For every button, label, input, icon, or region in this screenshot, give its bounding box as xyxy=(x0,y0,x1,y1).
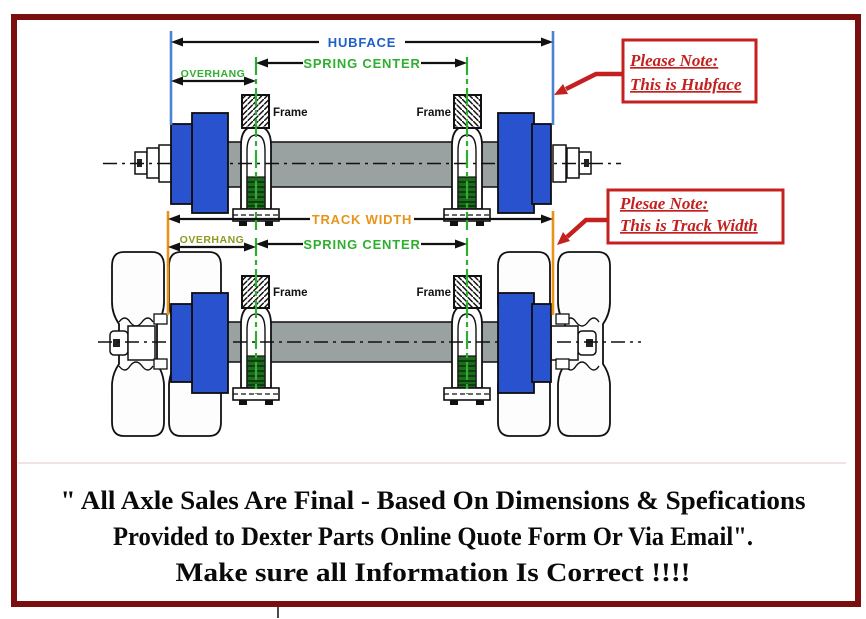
hubface-callout: Please Note: This is Hubface xyxy=(554,38,758,104)
right-spindle xyxy=(550,325,597,361)
disclaimer-line2: Provided to Dexter Parts Online Quote Fo… xyxy=(113,522,753,551)
spring-center-dimension: SPRING CENTER xyxy=(256,237,467,252)
callout-box xyxy=(606,188,785,245)
track-width-dimension: TRACK WIDTH xyxy=(168,212,553,227)
frame-label-left: Frame xyxy=(273,287,308,299)
track-width-callout: Plesae Note: This is Track Width xyxy=(557,188,785,245)
track-width-diagram: Frame Frame TRACK WIDTH SPRING CENTER OV… xyxy=(98,211,641,437)
overhang-dimension: OVERHANG xyxy=(171,68,256,86)
spring-center-dimension: SPRING CENTER xyxy=(256,56,467,71)
frame-label-left: Frame xyxy=(273,107,308,119)
right-brake-drum xyxy=(497,112,552,214)
left-brake-drum xyxy=(170,292,229,394)
callout-line1: Please Note: xyxy=(629,51,718,70)
lug-nuts xyxy=(153,313,570,370)
overhang-label: OVERHANG xyxy=(181,68,246,80)
track-width-label: TRACK WIDTH xyxy=(312,212,413,227)
callout-arrowhead xyxy=(554,84,568,95)
callout-line2: This is Track Width xyxy=(620,216,758,235)
callout-line2: This is Hubface xyxy=(630,75,742,94)
overhang-dimension: OVERHANG xyxy=(168,234,256,252)
callout-arrowhead xyxy=(557,232,570,245)
hubface-dimension: HUBFACE xyxy=(171,35,553,50)
callout-arrow-line xyxy=(565,217,608,239)
overhang-label: OVERHANG xyxy=(180,234,245,246)
spring-center-label: SPRING CENTER xyxy=(303,56,420,71)
right-brake-drum xyxy=(497,292,552,394)
spring-center-label: SPRING CENTER xyxy=(303,237,420,252)
callout-arrow-line xyxy=(564,71,623,92)
page-border xyxy=(11,14,861,607)
disclaimer: " All Axle Sales Are Final - Based On Di… xyxy=(61,486,806,587)
callout-box xyxy=(621,38,758,104)
left-spindle xyxy=(109,325,156,361)
disclaimer-line3: Make sure all Information Is Correct !!!… xyxy=(176,558,691,587)
frame-label-right: Frame xyxy=(416,287,451,299)
callout-line1: Plesae Note: xyxy=(619,194,708,213)
hubface-label: HUBFACE xyxy=(328,35,396,50)
disclaimer-line1: " All Axle Sales Are Final - Based On Di… xyxy=(61,486,806,515)
left-brake-drum xyxy=(170,112,229,214)
hubface-diagram: Frame Frame HUBFACE SPRING CENTER OVERHA… xyxy=(103,31,621,233)
frame-label-right: Frame xyxy=(416,107,451,119)
